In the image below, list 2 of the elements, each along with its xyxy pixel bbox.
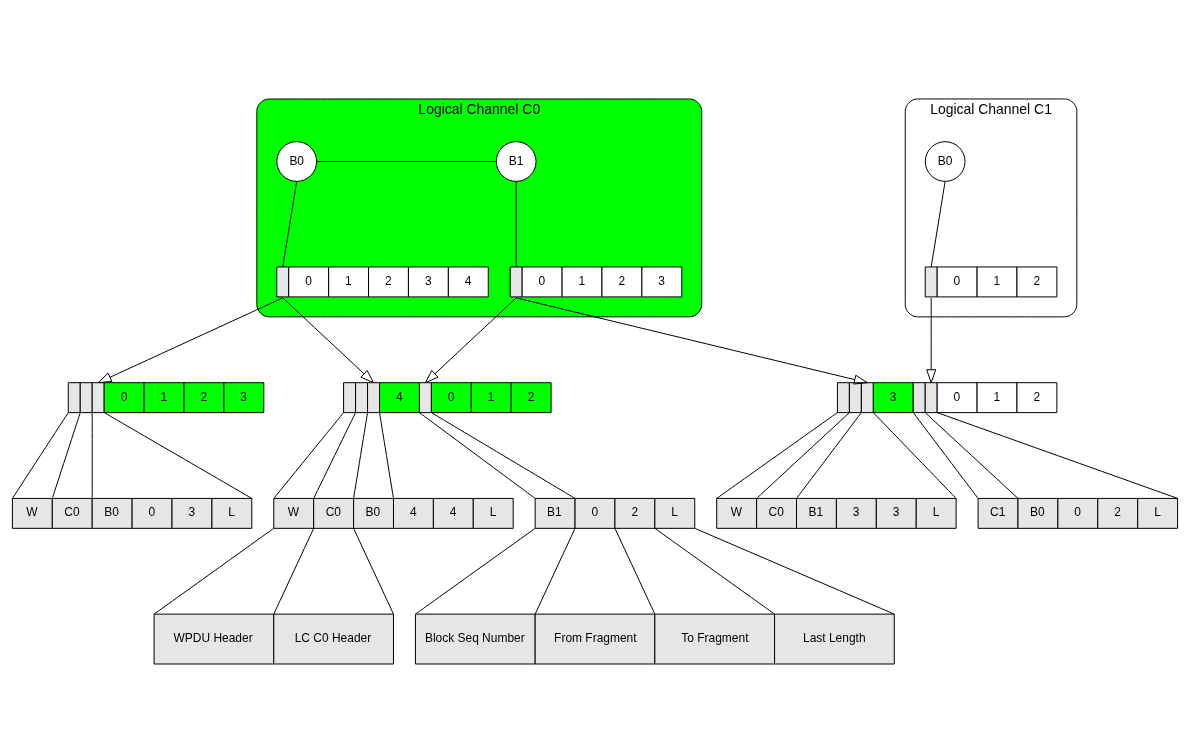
node-text: 3 0 1 2 [889,389,1041,404]
node-text: 0 1 2 [953,274,1041,289]
